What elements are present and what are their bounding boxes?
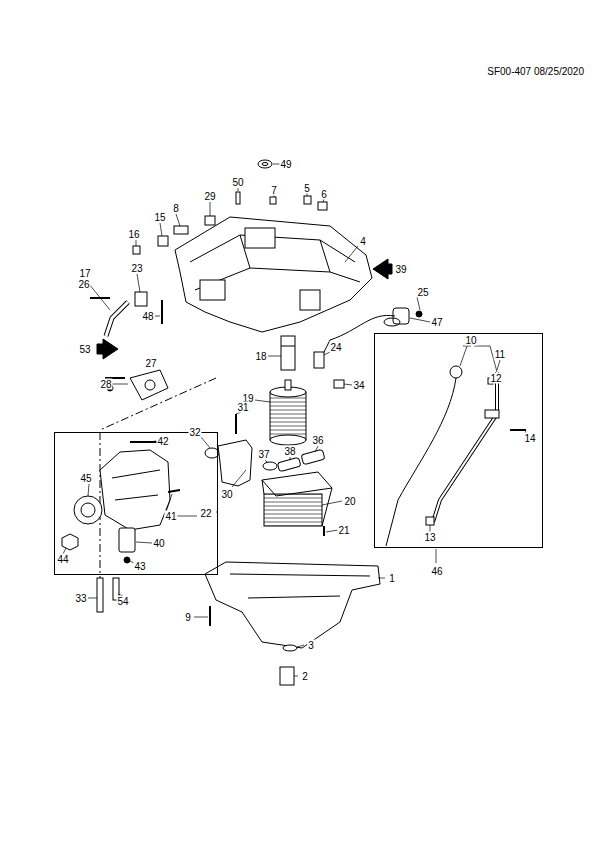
callout-number: 47 xyxy=(430,317,443,328)
callout-number: 3 xyxy=(307,640,315,651)
callout-number: 44 xyxy=(56,554,69,565)
callout-number: 25 xyxy=(416,287,429,298)
callout-number: 33 xyxy=(74,593,87,604)
callout-number: 13 xyxy=(423,532,436,543)
callout-number: 2 xyxy=(301,671,309,682)
callout-number: 4 xyxy=(359,236,367,247)
callout-number: 1 xyxy=(388,573,396,584)
callout-number: 16 xyxy=(127,229,140,240)
callout-number: 10 xyxy=(464,335,477,346)
group-box: 46 xyxy=(374,333,543,548)
callout-number: 6 xyxy=(320,189,328,200)
callout-number: 45 xyxy=(79,473,92,484)
callout-number: 42 xyxy=(156,436,169,447)
callout-number: 29 xyxy=(203,191,216,202)
callout-number: 28 xyxy=(99,379,112,390)
callout-number: 24 xyxy=(329,342,342,353)
callout-number: 32 xyxy=(188,427,201,438)
callout-number: 43 xyxy=(133,561,146,572)
callout-number: 39 xyxy=(394,264,407,275)
callout-number: 8 xyxy=(172,203,180,214)
callout-number: 5 xyxy=(303,183,311,194)
callout-number: 11 xyxy=(494,349,506,360)
callout-number: 17 xyxy=(78,268,91,279)
document-code: SF00-407 08/25/2020 xyxy=(486,66,585,77)
callout-number: 34 xyxy=(352,380,365,391)
callout-number: 38 xyxy=(283,446,296,457)
group-box: 22 xyxy=(54,432,218,575)
callout-number: 40 xyxy=(152,538,165,549)
callout-number: 30 xyxy=(220,489,233,500)
group-number: 22 xyxy=(199,508,212,519)
callout-number: 50 xyxy=(231,177,244,188)
callout-number: 48 xyxy=(141,311,154,322)
callout-number: 21 xyxy=(337,525,350,536)
callout-number: 54 xyxy=(116,596,129,607)
callout-number: 14 xyxy=(523,433,536,444)
callout-number: 31 xyxy=(236,402,249,413)
callout-number: 49 xyxy=(279,159,292,170)
callout-number: 18 xyxy=(254,351,267,362)
callout-number: 23 xyxy=(130,263,143,274)
callout-number: 36 xyxy=(311,435,324,446)
callout-number: 15 xyxy=(153,212,166,223)
callout-number: 41 xyxy=(164,511,177,522)
callout-number: 20 xyxy=(343,496,356,507)
callout-number: 12 xyxy=(489,373,502,384)
callout-number: 26 xyxy=(77,279,90,290)
callout-number: 9 xyxy=(184,612,192,623)
group-number: 46 xyxy=(430,566,443,577)
callout-number: 53 xyxy=(78,344,91,355)
callout-number: 37 xyxy=(257,449,270,460)
callout-number: 7 xyxy=(270,185,278,196)
callout-number: 27 xyxy=(144,358,157,369)
